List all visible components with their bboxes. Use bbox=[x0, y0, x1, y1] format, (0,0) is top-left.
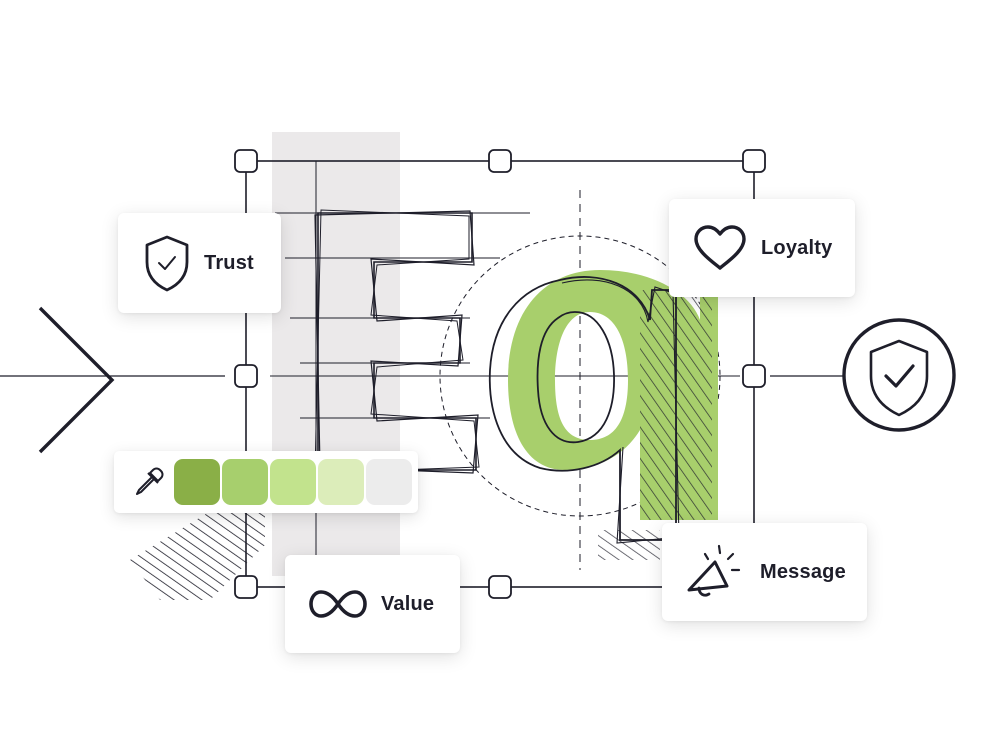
card-trust: Trust bbox=[118, 213, 281, 313]
card-value: Value bbox=[285, 555, 460, 653]
glyph-e-sketch bbox=[275, 209, 530, 474]
card-message: Message bbox=[662, 523, 867, 621]
swatch-5[interactable] bbox=[366, 459, 412, 505]
swatch-2[interactable] bbox=[222, 459, 268, 505]
swatch-1[interactable] bbox=[174, 459, 220, 505]
swatch-3[interactable] bbox=[270, 459, 316, 505]
megaphone-icon bbox=[682, 542, 744, 602]
shield-check-icon bbox=[142, 234, 192, 292]
handle-top-center[interactable] bbox=[488, 149, 512, 173]
card-trust-label: Trust bbox=[204, 251, 254, 274]
shield-check-icon bbox=[869, 339, 929, 417]
shield-badge bbox=[842, 318, 956, 432]
handle-middle-left[interactable] bbox=[234, 364, 258, 388]
handle-top-left[interactable] bbox=[234, 149, 258, 173]
glyph-q-hatch bbox=[598, 290, 712, 560]
handle-bottom-left[interactable] bbox=[234, 575, 258, 599]
card-value-label: Value bbox=[381, 592, 435, 615]
chevron-right-icon bbox=[38, 306, 115, 454]
handle-bottom-center[interactable] bbox=[488, 575, 512, 599]
card-loyalty: Loyalty bbox=[669, 199, 855, 297]
swatch-4[interactable] bbox=[318, 459, 364, 505]
handle-middle-right[interactable] bbox=[742, 364, 766, 388]
color-palette bbox=[114, 451, 418, 513]
card-loyalty-label: Loyalty bbox=[761, 236, 833, 259]
selection-handles bbox=[234, 149, 766, 599]
eyedropper-icon[interactable] bbox=[128, 461, 170, 503]
heart-icon bbox=[691, 224, 749, 272]
handle-top-right[interactable] bbox=[742, 149, 766, 173]
card-message-label: Message bbox=[760, 560, 846, 583]
infinity-icon bbox=[307, 589, 369, 619]
